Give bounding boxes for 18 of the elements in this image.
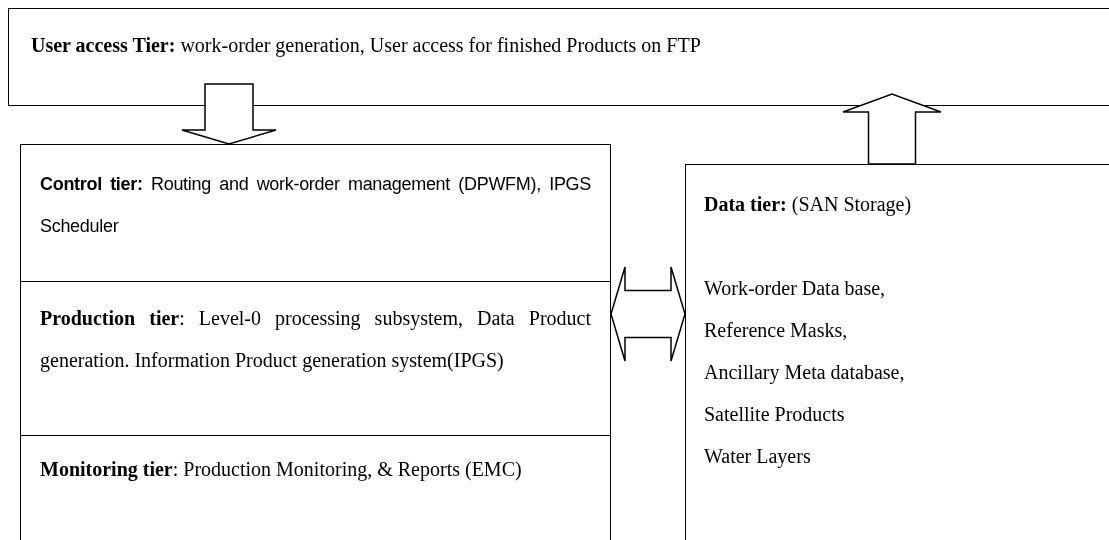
tier-description: Production tier: Level-0 processing subsystem, Data Product generation. Information Product generation system(IPGS) xyxy=(40,306,591,374)
tier-description: User access Tier: work-order generation, User access for finished Products on FTP xyxy=(31,33,702,58)
tier-box xyxy=(685,164,1109,540)
data-item: Reference Masks, xyxy=(704,318,849,343)
data-item: Water Layers xyxy=(704,444,812,470)
tier-box xyxy=(20,144,611,282)
tier-description: Monitoring tier: Production Monitoring, & Reports (EMC) xyxy=(40,457,523,483)
data-item: Ancillary Meta database, xyxy=(704,360,906,386)
tier-description: Data tier: (SAN Storage) xyxy=(704,192,913,218)
block-arrow xyxy=(842,93,942,165)
double-block-arrow xyxy=(610,266,686,362)
tier-box xyxy=(20,435,611,540)
data-item: Satellite Products xyxy=(704,402,846,427)
block-arrow xyxy=(181,83,277,145)
tier-box xyxy=(20,281,611,436)
tier-description: Control tier: Routing and work-order management (DPWFM), IPGS Scheduler xyxy=(40,173,591,238)
tier-box xyxy=(8,8,1109,106)
data-item: Work-order Data base, xyxy=(704,276,887,301)
